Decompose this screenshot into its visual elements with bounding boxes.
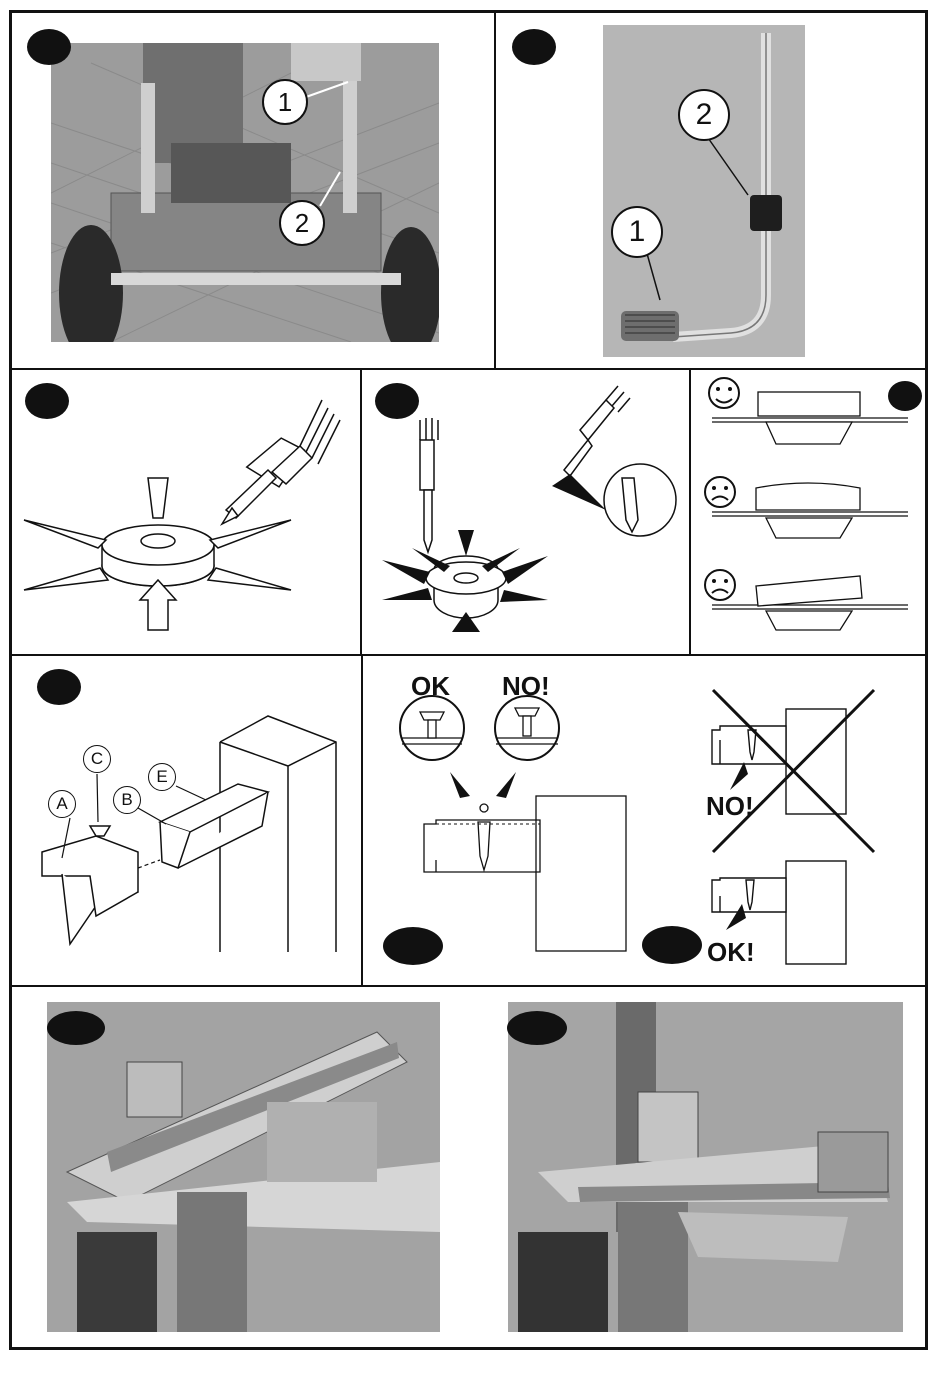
- step-badge-8: [642, 926, 702, 964]
- no-crossed-label: NO!: [706, 791, 754, 822]
- lifted-splitter-photo: [508, 1002, 903, 1332]
- tilted-splitter-illustration: [47, 1002, 440, 1332]
- lifted-splitter-illustration: [508, 1002, 903, 1332]
- tilted-splitter-photo: [47, 1002, 440, 1332]
- step-badge-9: [47, 1011, 105, 1045]
- ok-position-label: OK!: [707, 937, 755, 968]
- step-badge-10: [507, 1011, 567, 1045]
- wedge-position-drawing: [0, 0, 950, 1000]
